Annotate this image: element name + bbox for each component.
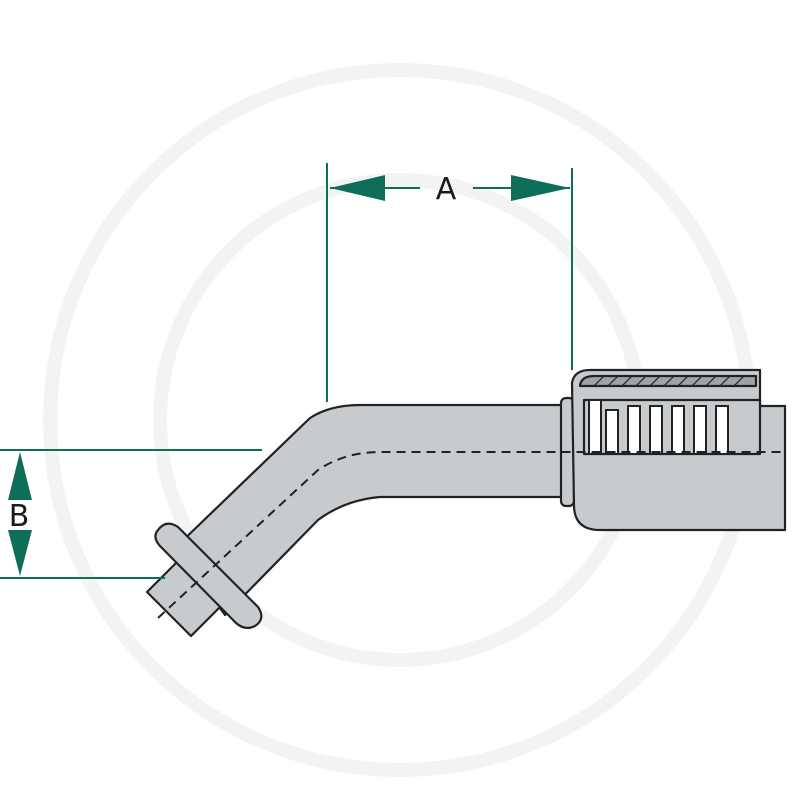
ferrule-hatch-lines: [593, 375, 745, 387]
o-ring-flange: [154, 522, 263, 630]
ferrule-hatch-band: [578, 374, 758, 388]
fitting-body: [145, 368, 787, 638]
dimension-a-arrow-left: [330, 175, 385, 201]
dimension-a: A: [326, 163, 573, 402]
bent-tube: [173, 403, 564, 617]
dimension-b-arrow-bottom: [8, 530, 32, 576]
dimension-a-arrow-right: [511, 175, 570, 201]
dimension-b: B: [0, 449, 262, 579]
dimension-b-label: B: [9, 499, 30, 534]
dimension-b-arrow-top: [8, 452, 32, 500]
dimension-a-label: A: [436, 172, 457, 207]
crimp-teeth: [588, 399, 729, 455]
